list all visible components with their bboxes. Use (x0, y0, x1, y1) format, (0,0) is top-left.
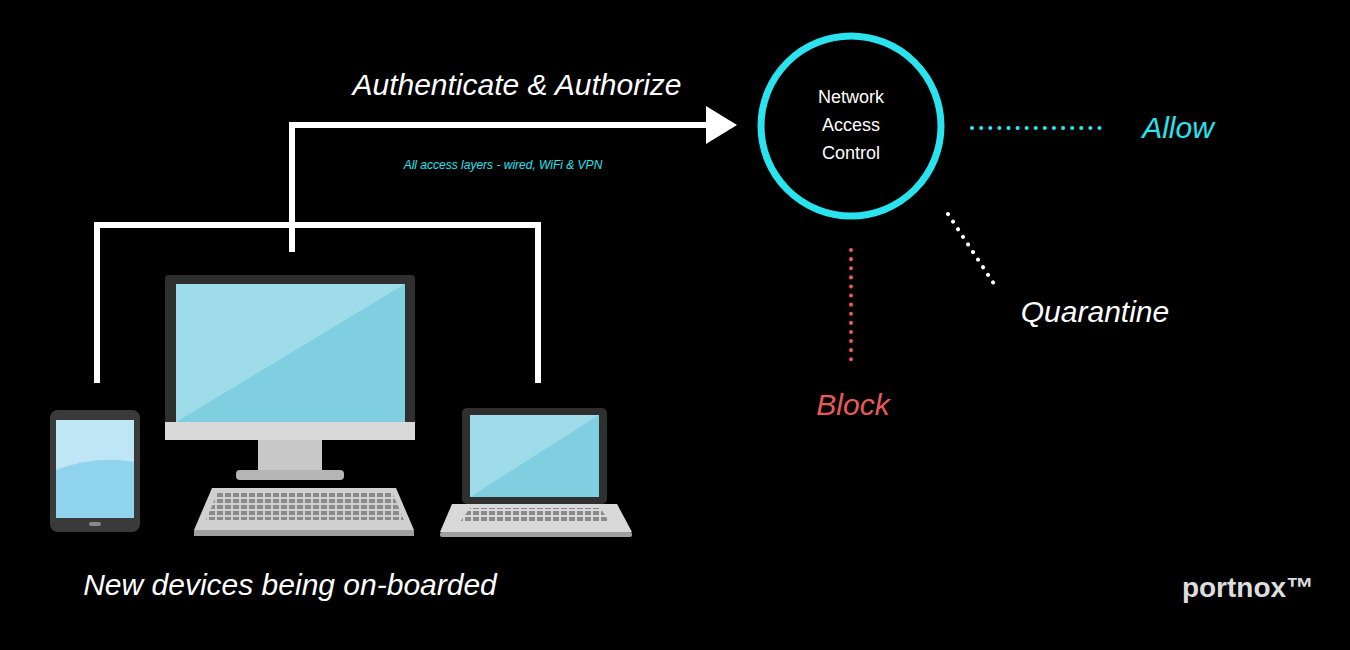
desktop-icon (165, 275, 415, 536)
access-note: All access layers - wired, WiFi & VPN (404, 158, 603, 172)
laptop-icon (440, 408, 632, 537)
keyboard-keys (206, 492, 404, 520)
nac-circle: Network Access Control (757, 32, 945, 220)
node-label: Network Access Control (803, 84, 899, 168)
flow-label: Authenticate & Authorize (352, 67, 681, 103)
arrow-head (706, 106, 737, 144)
block-leader (849, 250, 853, 365)
outcome-label: Block (816, 387, 889, 423)
caption-label: New devices being on-boarded (83, 567, 497, 603)
allow-leader (972, 126, 1104, 130)
outcome-label: Allow (1142, 110, 1214, 146)
quarantine-leader (948, 214, 998, 290)
tablet-icon (50, 410, 140, 532)
laptop-keys (460, 508, 610, 522)
outcome-label: Quarantine (1021, 294, 1169, 330)
brand-logo: portnox™ (1182, 571, 1314, 605)
